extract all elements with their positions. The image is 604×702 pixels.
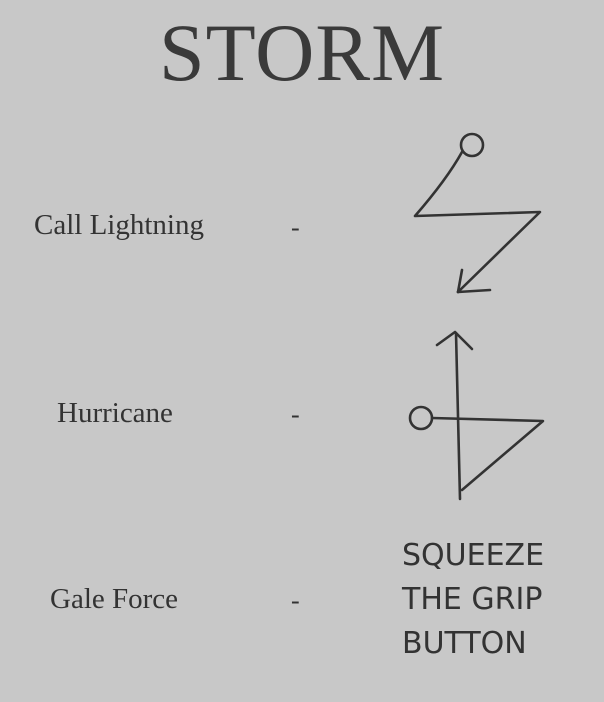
page-title: STORM xyxy=(158,7,446,98)
separator-dash: - xyxy=(291,400,300,429)
spell-name-gale-force: Gale Force xyxy=(50,583,179,615)
spell-name-hurricane: Hurricane xyxy=(57,397,173,429)
instruction-line: SQUEEZE xyxy=(402,538,545,573)
separator-dash: - xyxy=(291,586,300,615)
instruction-line: BUTTON xyxy=(402,626,527,661)
spell-name-call-lightning: Call Lightning xyxy=(34,209,204,241)
separator-dash: - xyxy=(291,213,300,242)
instruction-line: THE GRIP xyxy=(402,582,543,617)
hurricane-gesture-icon xyxy=(400,325,560,510)
lightning-bolt-gesture-icon xyxy=(400,125,560,305)
grip-button-instruction: SQUEEZE THE GRIP BUTTON xyxy=(402,534,592,666)
